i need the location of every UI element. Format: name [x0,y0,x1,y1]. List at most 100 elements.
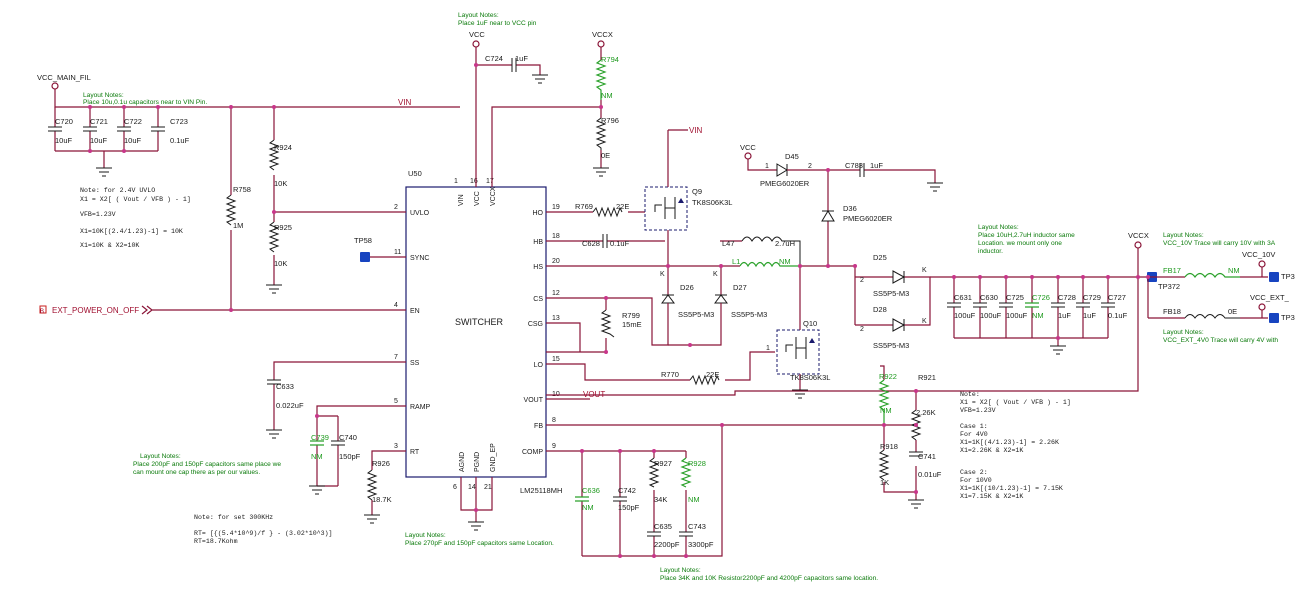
r770-ref: R770 [661,370,679,379]
net-vin2: VIN [689,126,703,135]
ic-pin-name: HO [533,210,544,217]
tp58-testpoint[interactable]: TP58 [354,236,406,262]
q10-val: TK8S06K3L [790,373,830,382]
r925-val: 10K [274,259,287,268]
r758[interactable]: R758 1M [225,107,251,310]
d27-val: SS5P5-M3 [731,310,767,319]
vccx2-port[interactable]: VCCX [1128,231,1149,277]
l47-inductor[interactable]: L47 2.7uH [720,236,801,266]
ic-pin-num: 20 [552,258,560,265]
r918-ref: R918 [880,442,898,451]
r928-val: NM [688,495,700,504]
l1-inductor[interactable]: L1 NM [732,257,800,268]
c740-val: 150pF [339,452,361,461]
net-vccx: VCCX [592,30,613,39]
net-vccext: VCC_EXT_ [1250,293,1290,302]
r769[interactable]: R769 22E [546,202,645,218]
d27-diode[interactable]: K D27 SS5P5-M3 [668,271,767,346]
output-cap-bank[interactable]: C631 100uF C630 100uF C725 100uF C726 NM… [930,276,1148,355]
d36-val: PMEG6020ER [843,214,893,223]
c725-ref: C725 [1006,293,1024,302]
net-vccx2: VCCX [1128,231,1149,240]
ic-pin-num: 3 [394,443,398,450]
fb17-ferrite[interactable]: FB17 NM [1147,266,1268,319]
c723-ref: C723 [170,117,188,126]
d45-diode[interactable]: D45 PMEG6020ER 1 2 C783 1uF [760,152,943,192]
note-ramp-1: Layout Notes: [140,453,181,460]
ramp-caps[interactable]: C739 NM C740 150pF [309,405,406,495]
note-vcc-2: Place 1uF near to VCC pin [458,20,537,27]
tp58-label: TP58 [354,236,372,245]
c727-ref: C727 [1108,293,1126,302]
note-ramp-2: Place 200pF and 150pF capacitors same pl… [133,461,281,468]
c633[interactable]: C633 0.022uF [266,361,406,439]
uvlo-note-4: X1=10K[(2.4/1.23)-1] = 10K [80,228,183,235]
d26-ref: D26 [680,283,694,292]
fb-note-2: X1 = X2[ ( Vout / VFB ) - 1] [960,399,1071,406]
uvlo-divider[interactable]: R924 10K R925 10K [266,107,406,294]
net-vout: VOUT [583,390,605,399]
notes-layout-ramp: Layout Notes: Place 200pF and 150pF capa… [133,453,281,476]
vcc-port[interactable]: VCC C724 1uF [469,30,548,187]
vcc-main-fil-port[interactable]: VCC_MAIN_FIL [37,73,91,90]
vcc10v-port[interactable]: VCC_10V TP3 [1242,250,1295,282]
c739-ref: C739 [311,433,329,442]
vcc2-port[interactable]: VCC [740,143,777,171]
r926[interactable]: R926 18.7K [364,450,406,524]
ic-pin-name: PGND [474,452,481,472]
r924-val: 10K [274,179,287,188]
r769-ref: R769 [575,202,593,211]
switcher-ic[interactable]: U50 SWITCHER LM25118MH 2UVLO11SYNC4EN7SS… [394,169,562,495]
r921-val: 2.26K [916,408,936,417]
note-ind-1: Layout Notes: [978,224,1019,231]
ic-pin-name: VOUT [524,397,544,404]
r799[interactable]: R799 15mE [546,297,642,353]
l47-ref: L47 [722,239,735,248]
fb-note-3: VFB=1.23V [960,407,996,414]
ic-pin-name: COMP [522,449,543,456]
c783-ref: C783 [845,161,863,170]
r796-val: 0E [601,151,610,160]
r794-val: NM [601,91,613,100]
c630-val: 100uF [980,311,1002,320]
c743-ref: C743 [688,522,706,531]
vccext-port[interactable]: VCC_EXT_ TP3 [1250,293,1295,323]
r770[interactable]: R770 22E [546,351,775,386]
fb-note-1: Note: [960,391,980,398]
fb18-ferrite[interactable]: FB18 0E [1163,307,1240,319]
fb18-ref: FB18 [1163,307,1181,316]
comp-network[interactable]: C636 NM C742 150pF R927 34K R928 NM C635… [546,425,723,557]
note-ramp-3: can mount one cap there as per our value… [133,469,260,476]
r927-val: 34K [654,495,667,504]
c722-val: 10uF [124,136,142,145]
c739-val: NM [311,452,323,461]
c630-ref: C630 [980,293,998,302]
c721-ref: C721 [90,117,108,126]
c635-val: 2200pF [654,540,680,549]
q10-mosfet[interactable]: Q10 TK8S06K3L 1 [766,266,830,399]
ic-pin-num: 13 [552,315,560,322]
c636-val: NM [582,503,594,512]
q9-mosfet[interactable]: VIN Q9 TK8S06K3L [644,126,732,266]
c628[interactable]: C628 0.1uF [546,234,665,248]
ic-pin-num: 6 [453,484,457,491]
d28-pin2: 2 [860,326,864,333]
c724-val: 1uF [515,54,528,63]
notes-layout-comp2: Layout Notes: Place 34K and 10K Resistor… [660,567,878,582]
ext-power-port[interactable]: B EXT_POWER_ON_OFF [39,305,406,315]
d28-diode[interactable]: D28 SS5P5-M3 2 K [860,305,927,350]
d26-k: K [660,271,665,278]
d36-ref: D36 [843,204,857,213]
d25-diode[interactable]: D25 SS5P5-M3 2 K [854,253,931,326]
c741-val: 0.01uF [918,470,942,479]
fb-note-12: X1=1K[(10/1.23)-1] = 7.15K [960,485,1063,492]
uvlo-note-3: VFB=1.23V [80,211,116,218]
d26-val: SS5P5-M3 [678,310,714,319]
fb-divider[interactable]: R922 NM R921 2.26K R918 1K C741 0.01uF [546,365,942,509]
d26-diode[interactable]: K D26 SS5P5-M3 [606,271,714,346]
d36-diode[interactable]: D36 PMEG6020ER [821,170,893,266]
net-ext-power: EXT_POWER_ON_OFF [52,306,139,315]
c631-val: 100uF [954,311,976,320]
c729-val: 1uF [1083,311,1096,320]
r794-ref: R794 [601,55,619,64]
